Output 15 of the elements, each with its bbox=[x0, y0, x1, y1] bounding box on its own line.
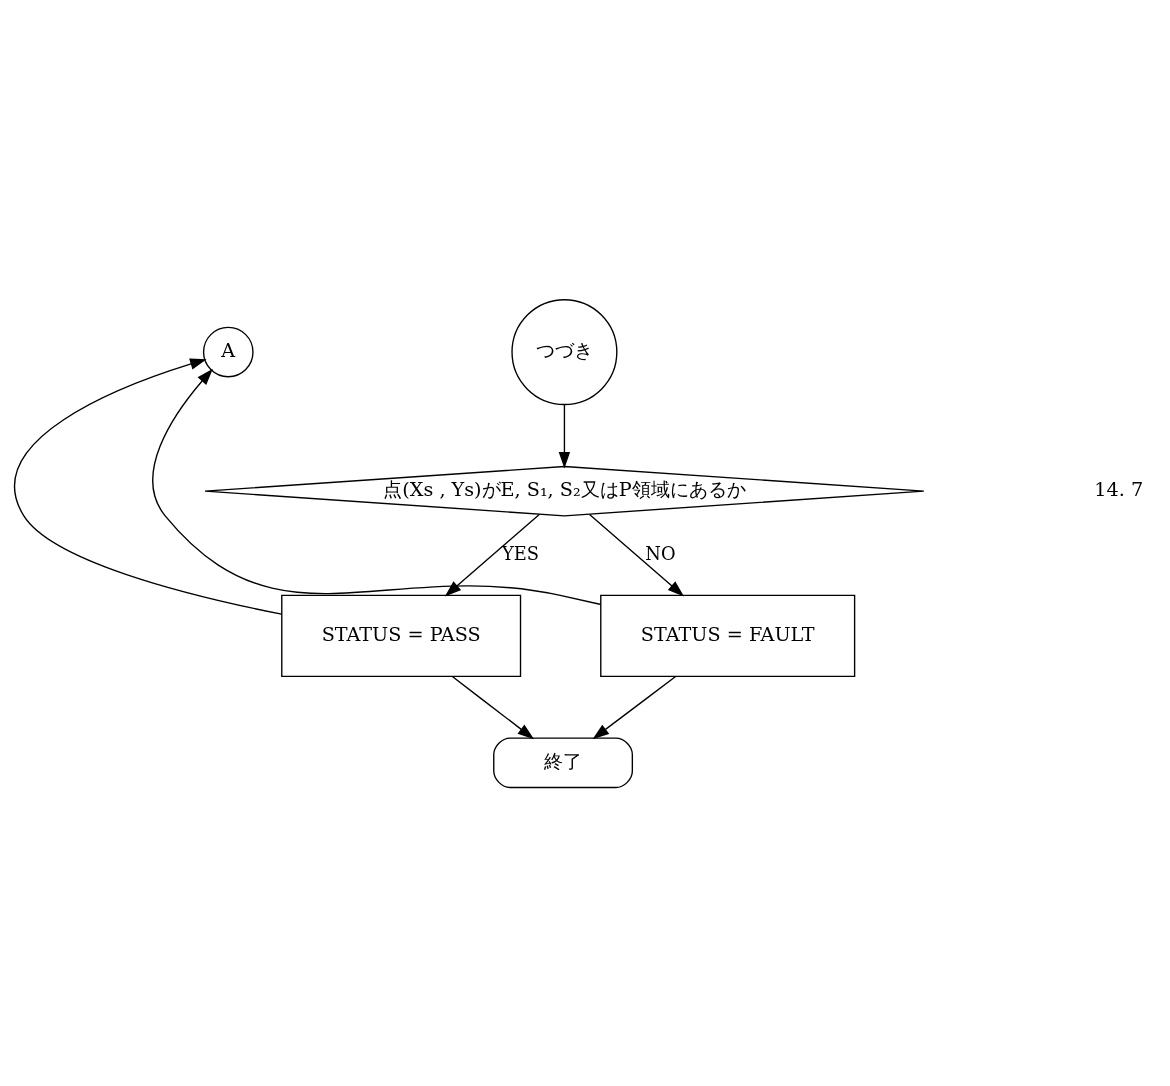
edge-label: NO bbox=[645, 542, 676, 564]
edge-label: YES bbox=[502, 542, 540, 564]
node-box: STATUS = FAULT bbox=[600, 594, 856, 677]
arrow bbox=[588, 513, 684, 597]
arrow bbox=[152, 368, 602, 605]
node-circle: つづき bbox=[511, 298, 618, 405]
arrow bbox=[14, 358, 283, 615]
node-box: STATUS = PASS bbox=[281, 594, 522, 677]
arrow bbox=[558, 403, 571, 468]
arrow bbox=[592, 675, 677, 739]
arrow bbox=[451, 675, 535, 739]
label: 14. 7 bbox=[1094, 477, 1144, 501]
node-circle: A bbox=[202, 326, 254, 377]
node-box: 終了 bbox=[493, 736, 634, 788]
node-diamond: 点(Xs , Ys)がE, S₁, S₂又はP領域にあるか bbox=[204, 465, 925, 517]
